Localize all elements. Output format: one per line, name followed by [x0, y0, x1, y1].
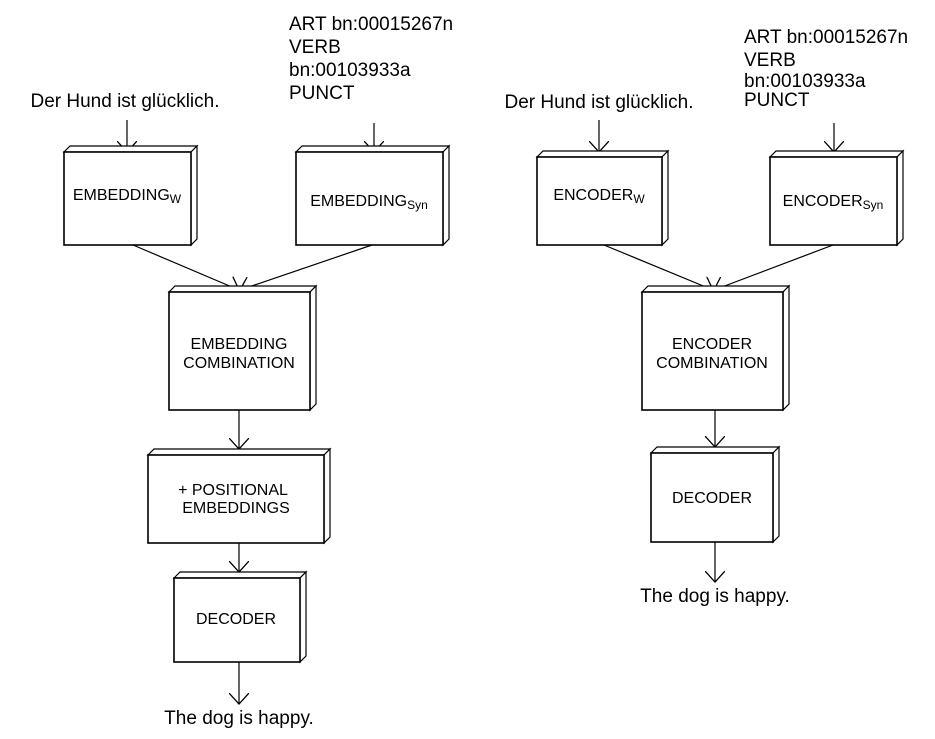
encoder-w-box: ENCODERW — [535, 149, 670, 247]
embedding-syn-subscript: Syn — [407, 198, 428, 212]
encoder-syn-box: ENCODERSyn — [768, 149, 905, 247]
left-decoder-box: DECODER — [172, 570, 308, 664]
embedding-w-label: EMBEDDING — [73, 187, 170, 204]
right-syntax-line: PUNCT — [744, 90, 810, 111]
encoder-combination-line1: ENCODER — [672, 336, 752, 353]
left-decoder-label: DECODER — [196, 611, 276, 628]
arrow-encoder-w-to-combination — [603, 244, 713, 290]
arrow-embedding-syn-to-combination — [240, 244, 373, 290]
left-syntax-line: bn:00103933a — [289, 60, 411, 81]
embedding-syn-label: EMBEDDING — [310, 193, 407, 210]
left-input-sentence: Der Hund ist glücklich. — [30, 91, 219, 112]
arrow-encoder-syn-to-combination — [714, 244, 834, 290]
encoder-combination-line2: COMBINATION — [656, 355, 768, 372]
embedding-w-box: EMBEDDINGW — [62, 144, 199, 247]
right-decoder-box: DECODER — [649, 445, 781, 544]
positional-embeddings-box: + POSITIONAL EMBEDDINGS — [146, 447, 332, 545]
encoder-w-label: ENCODER — [553, 187, 633, 204]
right-syntax-labels: ART bn:00015267n VERB bn:00103933a PUNCT — [744, 27, 908, 111]
left-syntax-labels: ART bn:00015267n VERB bn:00103933a PUNCT — [289, 14, 453, 104]
right-diagram: Der Hund ist glücklich. ART bn:00015267n… — [504, 27, 908, 607]
svg-text:EMBEDDINGSyn: EMBEDDINGSyn — [310, 193, 428, 212]
left-syntax-line: VERB — [289, 37, 341, 58]
arrow-embedding-w-to-combination — [132, 244, 239, 290]
embedding-syn-box: EMBEDDINGSyn — [294, 144, 451, 247]
encoder-syn-subscript: Syn — [863, 198, 884, 212]
embedding-w-subscript: W — [170, 192, 182, 206]
right-input-sentence: Der Hund ist glücklich. — [504, 92, 693, 113]
embedding-combination-line2: COMBINATION — [183, 355, 295, 372]
right-decoder-label: DECODER — [672, 490, 752, 507]
encoder-w-subscript: W — [633, 192, 645, 206]
svg-text:ENCODERW: ENCODERW — [553, 187, 645, 206]
right-syntax-line: bn:00103933a — [744, 71, 866, 92]
encoder-combination-box: ENCODER COMBINATION — [640, 284, 791, 412]
encoder-syn-label: ENCODER — [783, 193, 863, 210]
positional-embeddings-line2: EMBEDDINGS — [182, 500, 290, 517]
right-syntax-line: ART bn:00015267n — [744, 27, 908, 48]
right-output-sentence: The dog is happy. — [640, 586, 790, 607]
left-output-sentence: The dog is happy. — [164, 708, 314, 729]
svg-text:EMBEDDINGW: EMBEDDINGW — [73, 187, 182, 206]
left-syntax-line: ART bn:00015267n — [289, 14, 453, 35]
embedding-combination-box: EMBEDDING COMBINATION — [167, 284, 318, 412]
positional-embeddings-line1: + POSITIONAL — [178, 482, 288, 499]
embedding-combination-line1: EMBEDDING — [191, 336, 288, 353]
svg-text:ENCODERSyn: ENCODERSyn — [783, 193, 884, 212]
right-syntax-line: VERB — [744, 50, 796, 71]
left-diagram: Der Hund ist glücklich. ART bn:00015267n… — [30, 14, 453, 729]
left-syntax-line: PUNCT — [289, 83, 355, 104]
